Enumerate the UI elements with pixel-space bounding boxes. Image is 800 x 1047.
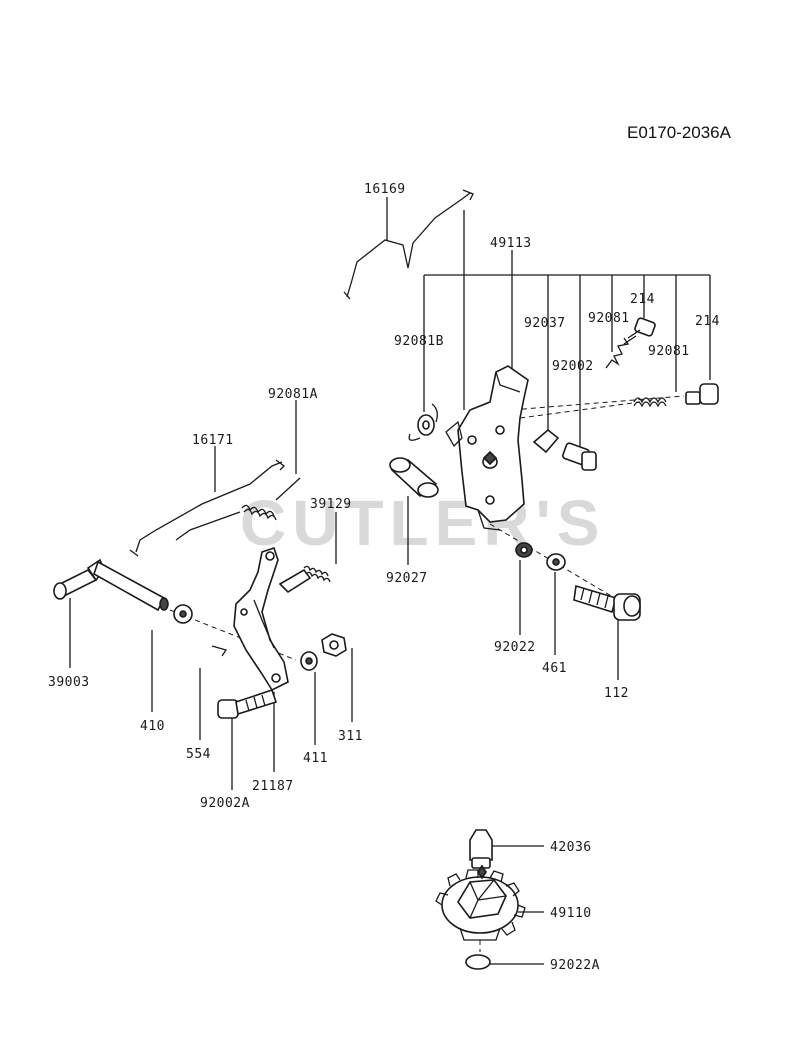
label-92002A: 92002A (200, 796, 250, 811)
part-92081-spring-right (633, 397, 667, 408)
part-39129-adjuster (278, 565, 331, 594)
part-214-bolt-top (623, 317, 656, 345)
label-92081A: 92081A (268, 387, 318, 402)
part-461-washer (546, 553, 566, 571)
part-92081-spring-top (605, 337, 630, 369)
part-411-washer (300, 651, 318, 671)
label-49110: 49110 (550, 906, 592, 921)
label-311: 311 (338, 729, 363, 744)
label-214-top: 214 (630, 292, 655, 307)
part-311-nut (321, 633, 347, 657)
part-92027-collar (389, 457, 439, 498)
axis-line-upper-2 (519, 401, 641, 419)
part-92002A-bolt (217, 688, 278, 719)
label-92022: 92022 (494, 640, 536, 655)
label-92002: 92002 (552, 359, 594, 374)
part-92037-nut-plate (532, 428, 560, 454)
label-461: 461 (542, 661, 567, 676)
label-92081-top: 92081 (588, 311, 630, 326)
part-92081A-spring (175, 477, 301, 541)
label-16169: 16169 (364, 182, 406, 197)
label-411: 411 (303, 751, 328, 766)
part-92022A-washer (465, 954, 491, 970)
part-410-washer (173, 604, 193, 624)
label-92081-right: 92081 (648, 344, 690, 359)
label-16171: 16171 (192, 433, 234, 448)
label-49113: 49113 (490, 236, 532, 251)
part-42036-sleeve (469, 829, 493, 869)
part-49110-gear (435, 864, 526, 941)
part-92002-bolt (562, 442, 597, 471)
axis-line-upper (485, 395, 685, 413)
diagram-code: E0170-2036A (627, 123, 732, 142)
label-39129: 39129 (310, 497, 352, 512)
part-21187-lever (233, 546, 289, 692)
label-42036: 42036 (550, 840, 592, 855)
label-410: 410 (140, 719, 165, 734)
label-92081B: 92081B (394, 334, 444, 349)
bracket-leaders (423, 210, 711, 450)
part-214-bolt-right (685, 383, 719, 405)
label-214-right: 214 (695, 314, 720, 329)
label-92037: 92037 (524, 316, 566, 331)
label-92027: 92027 (386, 571, 428, 586)
label-39003: 39003 (48, 675, 90, 690)
label-112: 112 (604, 686, 629, 701)
label-92022A: 92022A (550, 958, 600, 973)
label-554: 554 (186, 747, 211, 762)
watermark: CUTLER'S (240, 487, 605, 559)
part-92022-washer (515, 542, 533, 558)
part-554-pin (211, 645, 228, 657)
part-39003-shaft (53, 558, 169, 612)
part-49113-control-plate (445, 365, 529, 531)
part-16171-rod (129, 459, 285, 557)
part-92081B-washer (408, 403, 438, 441)
label-21187: 21187 (252, 779, 294, 794)
part-16169-rod (343, 189, 474, 300)
part-112-bolt (573, 584, 641, 621)
